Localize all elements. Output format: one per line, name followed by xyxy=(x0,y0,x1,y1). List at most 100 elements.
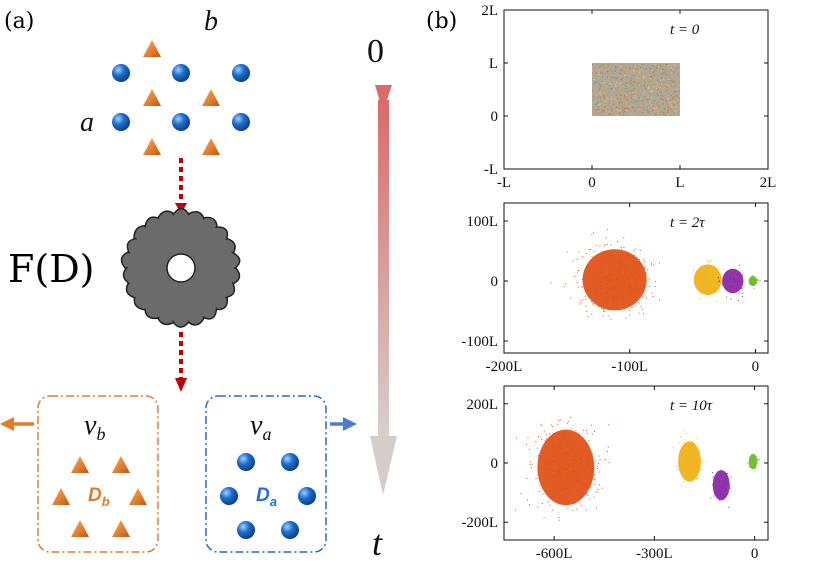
particle-point xyxy=(751,279,753,280)
particle-point xyxy=(599,257,601,259)
initial-point xyxy=(598,71,600,73)
particle-point xyxy=(608,281,610,283)
particle-point xyxy=(691,471,693,473)
particle-point xyxy=(551,492,553,494)
initial-point xyxy=(621,64,623,66)
particle-cluster xyxy=(537,429,595,506)
initial-point xyxy=(592,101,594,103)
particle-point xyxy=(709,261,711,263)
initial-point xyxy=(639,92,641,94)
particle-point xyxy=(604,244,606,245)
particle-point xyxy=(627,256,629,258)
initial-point xyxy=(599,92,601,94)
particle-point xyxy=(619,261,621,263)
particle-point xyxy=(535,441,537,442)
particle-point xyxy=(571,469,573,471)
particle-point xyxy=(642,287,644,288)
particle-point xyxy=(728,507,730,508)
initial-point xyxy=(639,102,641,104)
particle-point xyxy=(624,297,626,299)
initial-point xyxy=(669,101,671,103)
particle-point xyxy=(633,287,635,289)
initial-point xyxy=(594,112,596,115)
particle-point xyxy=(688,454,689,456)
initial-point xyxy=(645,68,648,71)
initial-point xyxy=(647,85,649,87)
initial-point xyxy=(665,90,667,92)
initial-point xyxy=(612,113,614,115)
panel-b-label: (b) xyxy=(426,9,457,34)
particle-point xyxy=(529,504,530,506)
triangle xyxy=(143,40,161,57)
particle-point xyxy=(552,470,554,472)
initial-point xyxy=(631,106,633,108)
particle-point xyxy=(598,463,599,465)
particle-point xyxy=(564,453,566,455)
initial-point xyxy=(608,88,610,90)
initial-point xyxy=(611,109,613,112)
initial-point xyxy=(633,97,635,99)
particle-point xyxy=(686,446,688,448)
particle-point xyxy=(562,456,564,458)
initial-point xyxy=(674,81,676,83)
particle-point xyxy=(579,491,581,493)
particle-point xyxy=(529,464,531,465)
initial-point xyxy=(614,63,616,66)
initial-point xyxy=(597,108,599,110)
initial-point xyxy=(610,88,612,90)
particle-point xyxy=(725,476,727,478)
particle-point xyxy=(699,285,701,287)
initial-point xyxy=(668,63,670,65)
initial-point xyxy=(624,75,626,77)
particle-point xyxy=(616,249,618,251)
initial-point xyxy=(643,92,645,94)
particle-point xyxy=(621,266,623,268)
initial-point xyxy=(592,76,594,78)
initial-point xyxy=(642,74,645,77)
particle-point xyxy=(548,458,550,460)
initial-point xyxy=(666,70,668,72)
initial-point xyxy=(624,87,626,89)
initial-point xyxy=(640,97,642,99)
initial-point xyxy=(596,109,598,111)
particle-point xyxy=(702,288,704,290)
particle-point xyxy=(624,284,626,285)
particle-point xyxy=(700,280,702,282)
particle-point xyxy=(551,461,553,462)
lattice-triangles xyxy=(143,40,220,155)
triangle xyxy=(143,138,161,155)
initial-point xyxy=(633,88,635,90)
particle-point xyxy=(644,268,646,270)
particle-point xyxy=(603,272,604,274)
initial-point xyxy=(622,99,624,101)
particle-point xyxy=(597,265,599,267)
particle-point xyxy=(580,478,582,480)
particle-point xyxy=(554,456,556,458)
particle-point xyxy=(651,292,653,294)
particle-point xyxy=(544,468,546,470)
particle-point xyxy=(561,448,562,450)
x-tick-label: -200L xyxy=(486,359,523,375)
particle-point xyxy=(710,282,712,284)
particle-point xyxy=(718,266,720,268)
initial-point xyxy=(667,113,669,115)
particle-point xyxy=(717,481,719,483)
initial-point xyxy=(597,63,599,65)
particle-point xyxy=(617,269,619,271)
initial-point xyxy=(650,75,652,78)
particle-point xyxy=(727,280,729,282)
particle-point xyxy=(538,459,540,461)
particle-point xyxy=(751,462,753,463)
initial-point xyxy=(632,66,634,68)
particle-point xyxy=(596,293,598,295)
particle-point xyxy=(565,472,567,473)
particle-point xyxy=(606,292,608,294)
particle-point xyxy=(649,285,651,287)
particle-point xyxy=(606,243,608,245)
initial-point xyxy=(607,70,609,72)
particle-point xyxy=(614,265,616,267)
particle-point xyxy=(706,275,707,277)
particle-point xyxy=(553,433,555,435)
initial-point xyxy=(627,96,629,98)
particle-point xyxy=(718,281,720,283)
